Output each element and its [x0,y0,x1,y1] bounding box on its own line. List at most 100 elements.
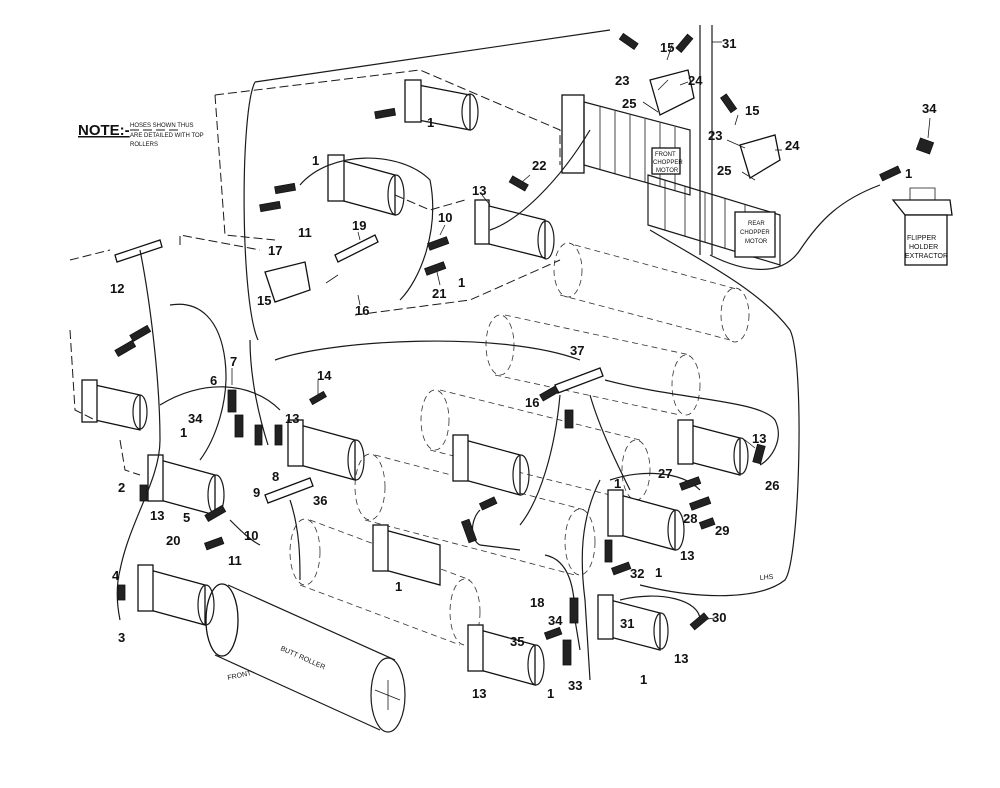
callout-30: 30 [712,610,726,625]
flipper-label-1: FLIPPER [907,235,936,242]
callout-13: 13 [150,508,164,523]
fittings [114,32,935,666]
motor-28 [607,489,685,551]
front-chopper-motor-label-1: FRONT [655,152,676,158]
callout-1: 1 [640,672,647,687]
callout-1: 1 [614,476,621,491]
front-chopper-motor: FRONT CHOPPER MOTOR [561,94,691,196]
callout-27: 27 [658,466,672,481]
butt-roller-label: BUTT ROLLER [279,645,326,671]
callout-13: 13 [472,686,486,701]
valve-block-17 [264,261,311,303]
callout-29: 29 [715,523,729,538]
rear-chopper-motor-label-1: REAR [748,221,765,227]
note-title: NOTE:- [78,122,130,139]
motor-31-lower [597,594,669,651]
callout-31: 31 [620,616,634,631]
manifold-36 [264,477,314,504]
front-label: FRONT [227,670,253,682]
butt-roller: BUTT ROLLER FRONT [205,583,406,733]
callout-28: 28 [683,511,697,526]
callout-16: 16 [355,303,369,318]
hoses [116,25,881,681]
note-line-1: HOSES SHOWN THUS [130,123,194,129]
note-line-3: ROLLERS [130,142,158,148]
rear-chopper-motor: REAR CHOPPER MOTOR [647,174,781,266]
callout-13: 13 [472,183,486,198]
callout-26: 26 [765,478,779,493]
callout-35: 35 [510,634,524,649]
valve-block-lower [739,134,781,179]
motor-left-rear [81,379,148,431]
motor-top-rollers [404,79,479,131]
motor-2 [147,454,225,516]
callout-36: 36 [313,493,327,508]
callout-34: 34 [188,411,203,426]
front-chopper-motor-label-3: MOTOR [656,168,679,174]
lhs-label: LHS [760,574,775,582]
callout-13: 13 [752,431,766,446]
lhs-label-group: LHS [760,574,775,582]
roller-upper-1 [553,242,750,343]
motor-13-center [287,419,365,481]
callout-21: 21 [432,286,446,301]
callout-34: 34 [922,101,937,116]
rear-chopper-motor-label-2: CHOPPER [740,230,770,236]
callout-15: 15 [745,103,759,118]
valve-block-upper [649,69,695,116]
callout-22: 22 [532,158,546,173]
callout-15: 15 [257,293,271,308]
callout-24: 24 [688,73,703,88]
callout-32: 32 [630,566,644,581]
callout-10: 10 [244,528,258,543]
callout-20: 20 [166,533,180,548]
callout-8: 8 [272,469,279,484]
callout-13: 13 [285,411,299,426]
callout-37: 37 [570,343,584,358]
rear-chopper-motor-label-3: MOTOR [745,239,768,245]
callout-6: 6 [210,373,217,388]
manifold-37 [554,367,604,394]
callout-13: 13 [680,548,694,563]
note-line-2: ARE DETAILED WITH TOP [130,133,204,139]
flipper-holder-extractor: FLIPPER HOLDER EXTRACTOR [891,187,953,266]
dashed-lines [69,69,561,476]
callout-16: 16 [525,395,539,410]
callout-11: 11 [298,225,312,240]
callout-13: 13 [674,651,688,666]
motor-top-left [327,154,405,216]
manifold-19 [334,234,379,263]
callout-15: 15 [660,40,674,55]
callout-7: 7 [230,354,237,369]
manifold-12 [114,239,163,263]
callout-1: 1 [395,579,402,594]
motor-lower-roller [372,524,441,586]
callout-24: 24 [785,138,800,153]
roller-lower-middle [354,453,596,576]
callout-1: 1 [180,425,187,440]
callout-3: 3 [118,630,125,645]
motor-35 [467,624,545,686]
flipper-label-3: EXTRACTOR [905,253,948,260]
callout-1: 1 [312,153,319,168]
callout-2: 2 [118,480,125,495]
leader-lines [231,41,931,621]
callout-1: 1 [655,565,662,580]
callout-25: 25 [717,163,731,178]
callout-1: 1 [458,275,465,290]
motor-4 [137,564,215,626]
callout-9: 9 [253,485,260,500]
valve-blocks [264,69,781,303]
motor-middle-roller [452,434,530,496]
callout-5: 5 [183,510,190,525]
chopper-motors: FRONT CHOPPER MOTOR REAR CHOPPER MOTOR [561,94,781,266]
motor-26 [677,419,749,476]
front-chopper-motor-label-2: CHOPPER [653,160,683,166]
callout-31: 31 [722,36,736,51]
callouts: 31 15 23 24 25 15 23 24 25 34 1 1 1 11 2… [110,36,937,701]
motor-22 [474,199,555,260]
callout-10: 10 [438,210,452,225]
callout-1: 1 [427,115,434,130]
callout-1: 1 [547,686,554,701]
callout-23: 23 [708,128,722,143]
